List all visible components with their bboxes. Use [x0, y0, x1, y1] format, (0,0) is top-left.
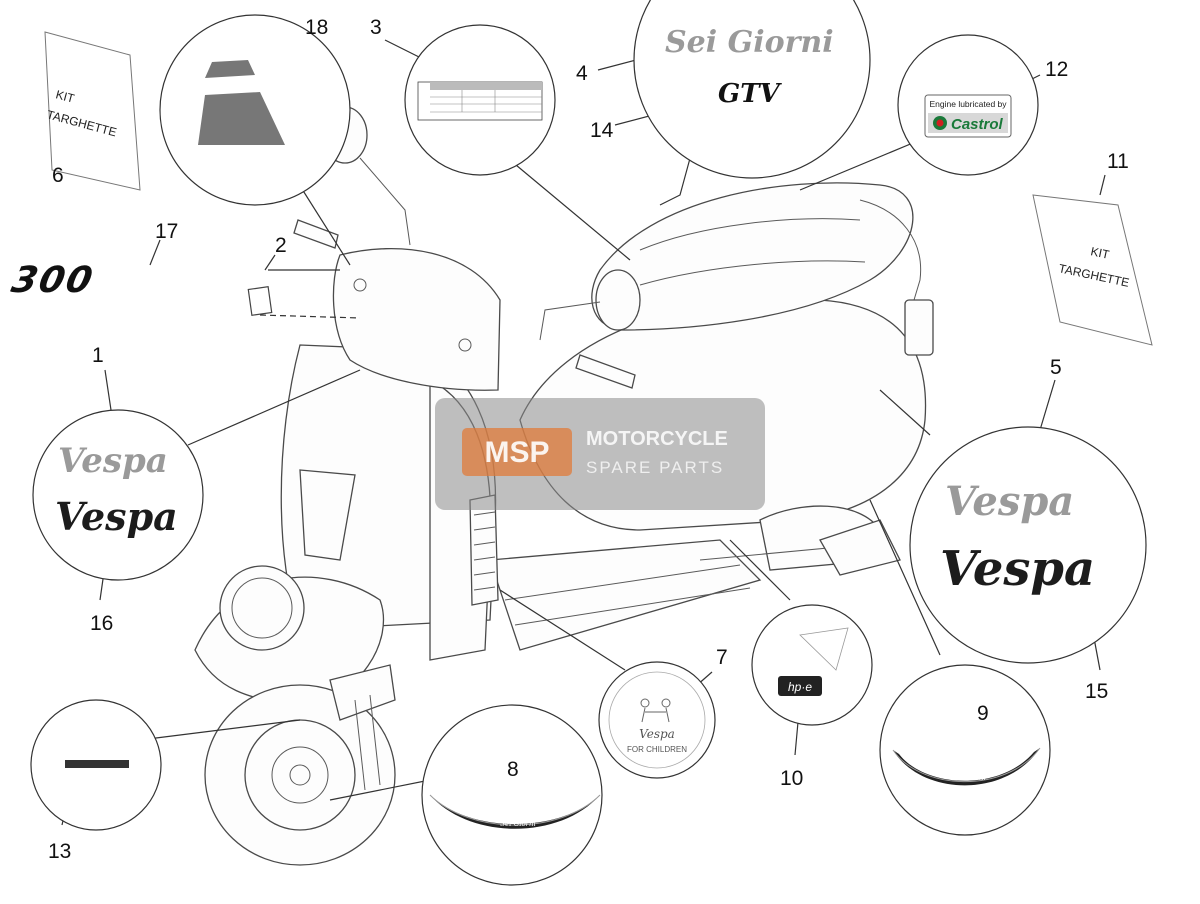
decal-info-label [417, 81, 543, 121]
watermark: MSP MOTORCYCLE SPARE PARTS [435, 398, 765, 510]
decal-300: 300 [8, 258, 98, 301]
decal-hpe-badge: hp·e [778, 627, 849, 696]
watermark-line2: SPARE PARTS [586, 458, 724, 477]
callout-18: 18 [305, 16, 328, 39]
callout-3: 3 [370, 16, 382, 39]
callout-9: 9 [977, 702, 989, 725]
decal-gtv: GTV [718, 79, 783, 109]
callout-17: 17 [155, 220, 178, 243]
callout-numbers: 1 2 3 4 5 6 7 8 9 10 11 12 13 14 15 16 1… [48, 16, 1129, 863]
hpe-text: hp·e [788, 680, 812, 694]
callout-6: 6 [52, 164, 64, 187]
decal-vespa-silver-right: Vespa [945, 478, 1074, 525]
callout-4: 4 [576, 62, 588, 85]
kit-right-line1: KIT [1089, 244, 1111, 262]
castrol-line1: Engine lubricated by [929, 99, 1007, 109]
watermark-badge: MSP [484, 436, 549, 469]
decal-vespa-dark-right: Vespa [940, 541, 1095, 597]
decal-windscreen-strips [198, 60, 285, 145]
callout-12: 12 [1045, 58, 1068, 81]
watermark-line1: MOTORCYCLE [586, 428, 728, 450]
decal-stripe-8: Sei Giorni [429, 794, 601, 829]
decal-kit-bag-right: KIT TARGHETTE [1032, 194, 1153, 346]
callout-2: 2 [275, 234, 287, 257]
callout-14: 14 [590, 119, 614, 142]
callout-15: 15 [1085, 680, 1108, 703]
stripe-label-8: Sei Giorni [500, 820, 536, 828]
callout-13: 13 [48, 840, 71, 863]
decal-vespa-silver-left: Vespa [58, 441, 168, 481]
stripe-label-9: Sei Giorni [950, 774, 986, 782]
decal-small-badge [247, 286, 273, 316]
decal-strip-13 [65, 760, 129, 768]
callout-7: 7 [716, 646, 728, 669]
decal-sei-giorni: Sei Giorni [665, 25, 834, 60]
decal-for-children: Vespa FOR CHILDREN [608, 671, 706, 769]
decal-vespa-dark-left: Vespa [55, 494, 178, 539]
decal-stripe-9: Sei Giorni [892, 747, 1041, 786]
decal-kit-bag-left: KIT TARGHETTE [44, 31, 141, 191]
kit-left-line1: KIT [54, 87, 76, 106]
decal-castrol: Engine lubricated by Castrol [924, 94, 1012, 138]
for-children-brand: Vespa [639, 727, 675, 741]
callout-10: 10 [780, 767, 803, 790]
castrol-brand: Castrol [951, 116, 1004, 133]
callout-1: 1 [92, 344, 104, 367]
callout-5: 5 [1050, 356, 1062, 379]
callout-11: 11 [1107, 150, 1129, 173]
callout-16: 16 [90, 612, 113, 635]
for-children-text: FOR CHILDREN [627, 745, 687, 754]
callout-8: 8 [507, 758, 519, 781]
